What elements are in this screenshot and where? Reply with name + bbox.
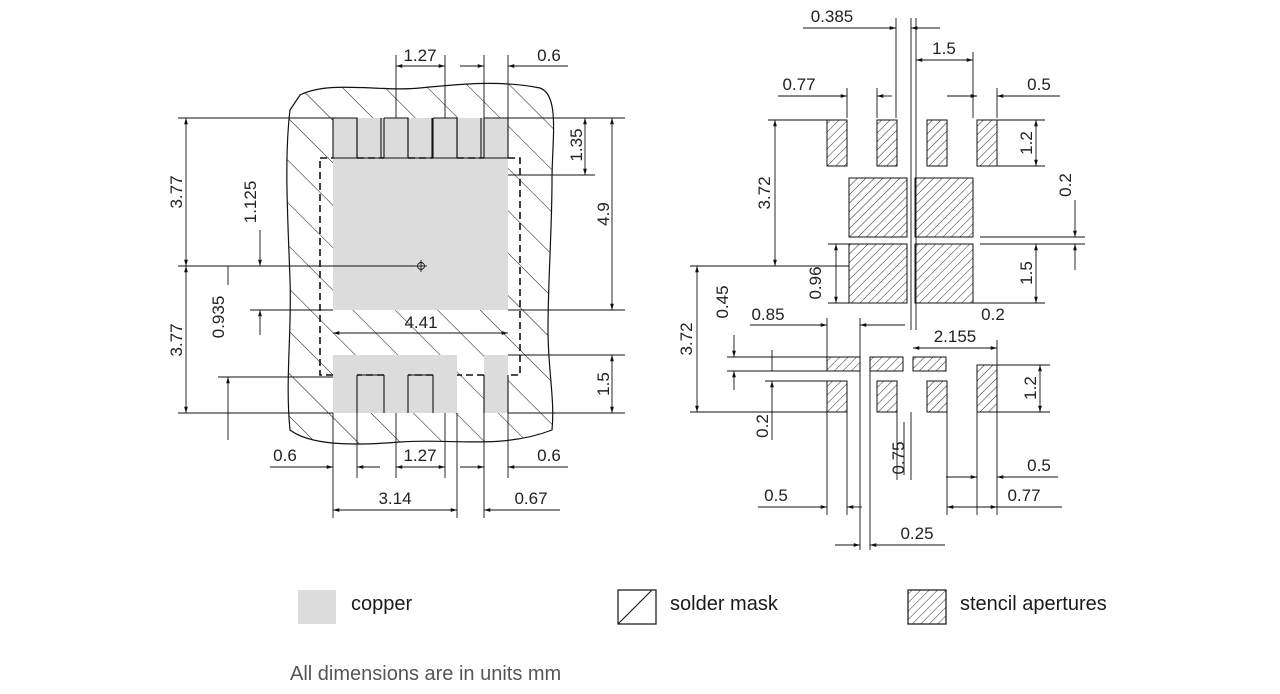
dim-lead-w-left: 0.5 xyxy=(764,486,788,505)
dim-body-h: 4.9 xyxy=(594,202,613,226)
stencil-aperture xyxy=(876,380,898,413)
dim-pad-group-w: 3.14 xyxy=(378,489,411,508)
dim-web: 0.2 xyxy=(1056,173,1075,197)
dim-center-to-pad: 1.125 xyxy=(241,181,260,224)
dim-small-web: 0.2 xyxy=(753,414,772,438)
legend-copper-label: copper xyxy=(351,593,412,615)
dim-half-h-lower-r: 3.72 xyxy=(677,322,696,355)
copper-bottom-lead xyxy=(484,355,508,413)
stencil-square xyxy=(848,243,908,304)
dim-pitch-top: 1.27 xyxy=(403,46,436,65)
stencil-aperture xyxy=(976,119,998,167)
dim-slot: 0.25 xyxy=(900,524,933,543)
dim-pitch-bottom: 1.27 xyxy=(403,446,436,465)
dim-ap-h-top: 1.2 xyxy=(1017,131,1036,155)
dim-gap-mid: 0.45 xyxy=(713,285,732,318)
dim-lead-top: 0.6 xyxy=(537,46,561,65)
dim-pad-w: 4.41 xyxy=(404,313,437,332)
dim-half-h-upper: 3.77 xyxy=(167,175,186,208)
units-note: All dimensions are in units mm xyxy=(290,663,561,685)
stencil-square xyxy=(914,243,974,304)
stencil-aperture xyxy=(869,356,904,372)
dim-ap-h-bottom: 1.2 xyxy=(1021,376,1040,400)
stencil-square xyxy=(914,177,974,238)
stencil-aperture xyxy=(826,356,861,372)
dim-ap-pitch: 0.75 xyxy=(889,441,908,474)
dim-lead-right: 0.6 xyxy=(537,446,561,465)
dim-ap-gap: 0.85 xyxy=(751,305,784,324)
dim-sq-h: 1.5 xyxy=(1017,261,1036,285)
legend-copper-swatch xyxy=(298,590,336,624)
dim-sq-half: 0.96 xyxy=(806,266,825,299)
legend-stencil-swatch xyxy=(907,589,947,625)
stencil-aperture xyxy=(926,119,948,167)
legend-solder-mask-swatch xyxy=(617,589,657,625)
dim-ap-span: 2.155 xyxy=(934,327,977,346)
legend: copper solder mask stencil apertures xyxy=(298,589,1107,625)
stencil-aperture xyxy=(976,364,998,413)
dim-lead-w-right2: 0.77 xyxy=(1007,486,1040,505)
dim-ap-w-right: 0.5 xyxy=(1027,75,1051,94)
copper-bottom-pad xyxy=(333,355,457,413)
dim-lead-w-right: 0.5 xyxy=(1027,456,1051,475)
dim-half-h-upper-r: 3.72 xyxy=(755,176,774,209)
dim-ap-group: 1.5 xyxy=(932,39,956,58)
legend-stencil-label: stencil apertures xyxy=(960,593,1107,615)
dim-web-gap: 0.2 xyxy=(981,305,1005,324)
dim-half-h-lower: 3.77 xyxy=(167,323,186,356)
stencil-aperture xyxy=(912,356,947,372)
dim-lower-lead-len: 1.5 xyxy=(594,372,613,396)
legend-solder-mask-label: solder mask xyxy=(670,593,779,615)
dim-lead-len: 1.35 xyxy=(567,128,586,161)
dim-gap-right: 0.67 xyxy=(514,489,547,508)
dim-ap-center: 0.385 xyxy=(811,7,854,26)
stencil-aperture xyxy=(926,380,948,413)
dim-center-to-lead: 0.935 xyxy=(209,296,228,339)
dim-ap-w-left: 0.77 xyxy=(782,75,815,94)
stencil-aperture xyxy=(826,380,848,413)
left-view: 1.27 0.6 1.35 3.77 1.125 4.9 3.77 0.935 … xyxy=(167,46,625,518)
right-view: 0.385 1.5 0.77 0.5 3.72 1.2 0.2 1.5 0.96… xyxy=(677,7,1085,550)
dim-lead-left: 0.6 xyxy=(273,446,297,465)
stencil-aperture xyxy=(826,119,848,167)
stencil-aperture xyxy=(876,119,898,167)
stencil-square xyxy=(848,177,908,238)
copper-exposed-pad xyxy=(333,118,508,310)
center-mark xyxy=(415,260,427,272)
